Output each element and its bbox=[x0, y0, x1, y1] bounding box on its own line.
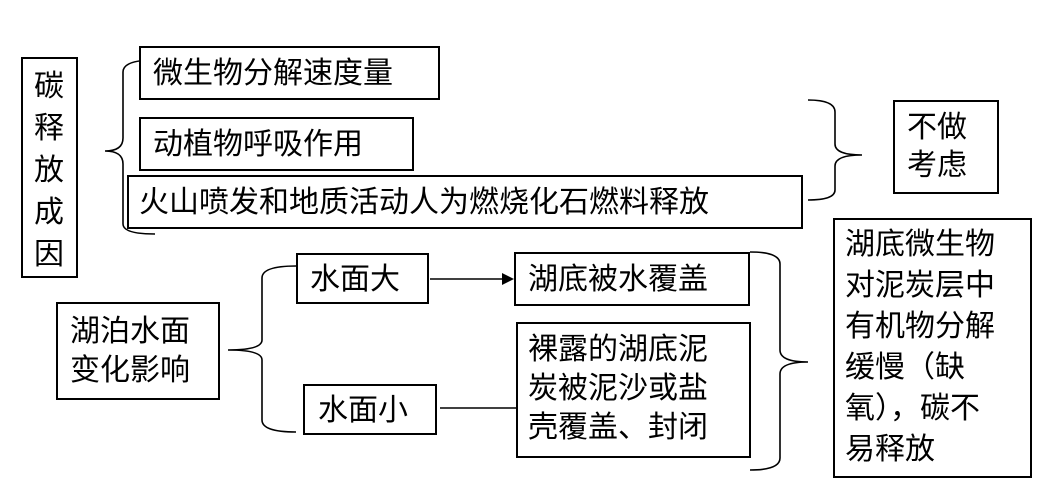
cause-label: 动植物呼吸作用 bbox=[153, 127, 363, 162]
low-water-result-line: 裸露的湖底泥 bbox=[528, 332, 708, 367]
low-water-result-line: 壳覆盖、封闭 bbox=[528, 410, 708, 445]
carbon-release-title-char: 放 bbox=[34, 153, 64, 188]
low-water-result-line: 炭被泥沙或盐 bbox=[528, 371, 708, 406]
cause-brace bbox=[104, 59, 156, 235]
lake-level-title-line: 湖泊水面 bbox=[70, 314, 190, 349]
result-brace bbox=[749, 251, 809, 471]
conclusion-line: 对泥炭层中 bbox=[845, 268, 995, 303]
low-water-result-box: 裸露的湖底泥 炭被泥沙或盐 壳覆盖、封闭 bbox=[516, 322, 751, 458]
cause-box-respiration: 动植物呼吸作用 bbox=[139, 117, 414, 171]
conclusion-line: 缓慢（缺 bbox=[845, 350, 965, 385]
carbon-release-title-char: 释 bbox=[34, 111, 64, 146]
carbon-release-title-char: 因 bbox=[34, 237, 64, 272]
ignored-label-line: 考虑 bbox=[907, 148, 967, 183]
carbon-release-title-box: 碳 释 放 成 因 bbox=[21, 57, 78, 278]
conclusion-box: 湖底微生物 对泥炭层中 有机物分解 缓慢（缺 氧），碳不 易释放 bbox=[833, 218, 1032, 478]
conclusion-line: 易释放 bbox=[845, 432, 935, 467]
carbon-release-title-char: 碳 bbox=[34, 69, 64, 104]
lake-brace bbox=[227, 265, 297, 433]
carbon-release-title-char: 成 bbox=[34, 195, 64, 230]
low-water-label: 水面小 bbox=[318, 393, 408, 428]
lake-level-title-box: 湖泊水面 变化影响 bbox=[56, 302, 220, 400]
ignored-label-line: 不做 bbox=[907, 110, 967, 145]
high-water-label: 水面大 bbox=[310, 262, 400, 297]
ignored-brace bbox=[807, 99, 863, 201]
conclusion-line: 有机物分解 bbox=[845, 309, 995, 344]
arrowhead-high-water bbox=[502, 273, 514, 285]
conclusion-line: 湖底微生物 bbox=[845, 227, 995, 262]
cause-box-microbial-decomposition: 微生物分解速度量 bbox=[139, 46, 440, 100]
conclusion-line: 氧），碳不 bbox=[845, 391, 980, 426]
cause-box-volcanic-and-fossil: 火山喷发和地质活动人为燃烧化石燃料释放 bbox=[127, 175, 803, 229]
lake-level-title-line: 变化影响 bbox=[70, 353, 190, 388]
cause-label: 火山喷发和地质活动人为燃烧化石燃料释放 bbox=[139, 185, 709, 220]
low-water-box: 水面小 bbox=[303, 384, 437, 435]
cause-label: 微生物分解速度量 bbox=[153, 56, 393, 91]
high-water-result-label: 湖底被水覆盖 bbox=[528, 262, 708, 297]
ignored-box: 不做 考虑 bbox=[893, 100, 999, 194]
high-water-result-box: 湖底被水覆盖 bbox=[514, 252, 750, 306]
high-water-box: 水面大 bbox=[296, 253, 429, 304]
